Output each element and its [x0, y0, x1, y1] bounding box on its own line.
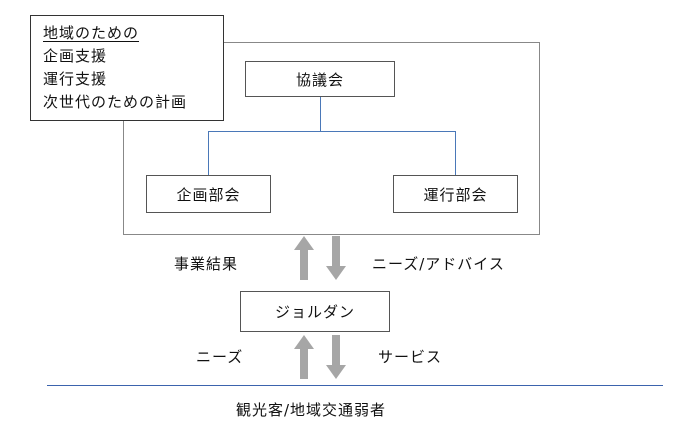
operations-committee-label: 運行部会: [423, 185, 488, 204]
needs-label: ニーズ: [196, 348, 244, 366]
connector-council-down: [320, 97, 321, 131]
service-label: サービス: [378, 348, 443, 366]
legend-item-operations-support: 運行支援: [43, 70, 108, 88]
down-arrow-lower: [326, 335, 346, 379]
legend-box: 地域のための 企画支援 運行支援 次世代のための計画: [30, 15, 224, 121]
business-results-label: 事業結果: [174, 255, 239, 273]
up-arrow-upper: [294, 236, 314, 280]
jordan-box: ジョルダン: [240, 291, 390, 332]
legend-item-planning-support: 企画支援: [43, 47, 108, 65]
legend-item-next-generation-plan: 次世代のための計画: [43, 93, 188, 111]
jordan-label: ジョルダン: [274, 303, 355, 321]
connector-operations: [455, 131, 456, 175]
legend-title: 地域のための: [43, 24, 140, 42]
tourists-label: 観光客/地域交通弱者: [236, 401, 387, 419]
planning-committee-box: 企画部会: [146, 175, 271, 213]
connector-planning: [208, 131, 209, 175]
baseline: [47, 385, 663, 386]
down-arrow-upper: [326, 236, 346, 280]
needs-advice-label: ニーズ/アドバイス: [372, 255, 505, 273]
connector-horizontal: [208, 131, 456, 132]
operations-committee-box: 運行部会: [393, 175, 518, 213]
council-label: 協議会: [295, 70, 344, 89]
council-box: 協議会: [245, 61, 395, 97]
council-frame: [123, 42, 540, 235]
up-arrow-lower: [294, 335, 314, 379]
planning-committee-label: 企画部会: [176, 185, 241, 204]
